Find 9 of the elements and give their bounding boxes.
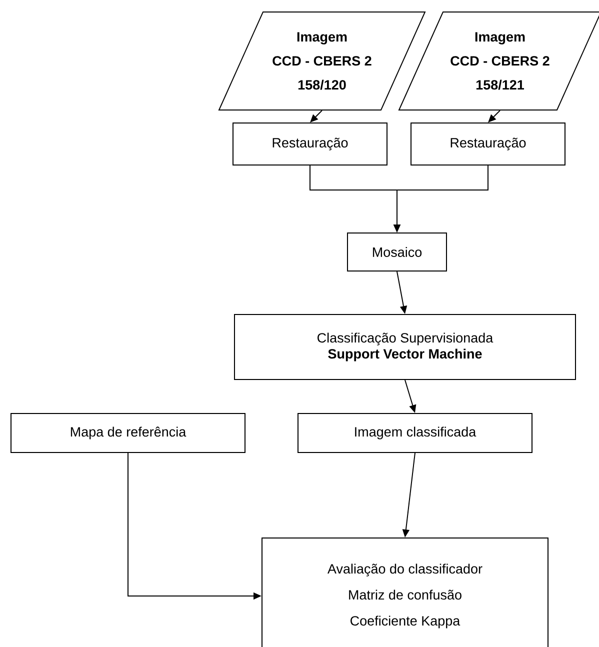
arrow	[488, 110, 500, 122]
arrow	[310, 110, 322, 122]
process-box: Mosaico	[347, 232, 447, 272]
process-box: Mapa de referência	[10, 413, 246, 453]
process-box: Imagem classificada	[298, 413, 532, 453]
process-box: Classificação Supervisionada Support Vector Machine	[234, 314, 576, 380]
process-box: Restauração	[232, 122, 388, 166]
process-box: Restauração	[410, 122, 566, 166]
process-box: Avaliação do classificador Matriz de confusão Coeficiente Kappa	[262, 538, 548, 647]
